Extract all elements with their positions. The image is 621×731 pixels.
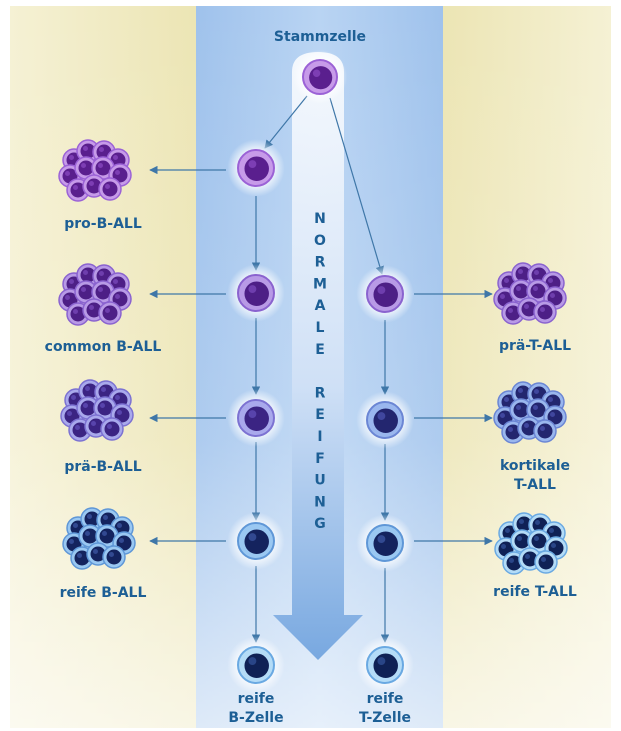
common-b-cell bbox=[227, 264, 285, 322]
label-t-zelle: T-Zelle bbox=[359, 710, 411, 726]
label-common-b-all: common B-ALL bbox=[45, 339, 162, 355]
stem-cell bbox=[293, 50, 347, 104]
right-panel-fade bbox=[443, 6, 611, 728]
label-prae-t-all: prä-T-ALL bbox=[499, 338, 571, 354]
label-reife-b: reife bbox=[238, 691, 275, 707]
cluster-prae-t-all bbox=[494, 263, 566, 324]
maturation-letter: I bbox=[317, 429, 322, 445]
pro-b-cell bbox=[227, 139, 285, 197]
maturation-letter: O bbox=[314, 233, 326, 249]
cluster-pro-b-all bbox=[59, 140, 131, 201]
maturation-letter: F bbox=[315, 451, 325, 467]
label-kortikale-t-all: T-ALL bbox=[514, 477, 556, 493]
prae-t-cell bbox=[356, 265, 414, 323]
reife-b-precursor-cell bbox=[227, 512, 285, 570]
cluster-common-b-all bbox=[59, 264, 131, 325]
reife-b-zelle bbox=[227, 636, 285, 694]
reife-t-precursor-cell bbox=[356, 514, 414, 572]
maturation-letter: A bbox=[315, 298, 326, 314]
prae-b-cell bbox=[227, 389, 285, 447]
maturation-letter: N bbox=[314, 211, 326, 227]
reife-t-zelle bbox=[356, 636, 414, 694]
label-reife-t-all: reife T-ALL bbox=[493, 584, 577, 600]
maturation-letter: U bbox=[314, 473, 325, 489]
maturation-letter: N bbox=[314, 494, 326, 510]
label-reife-b-all: reife B-ALL bbox=[60, 585, 147, 601]
kortikale-t-cell bbox=[356, 391, 414, 449]
label-pro-b-all: pro-B-ALL bbox=[64, 216, 142, 232]
label-prae-b-all: prä-B-ALL bbox=[64, 459, 141, 475]
left-panel-fade bbox=[10, 6, 196, 728]
title-stem-cell: Stammzelle bbox=[274, 29, 366, 45]
maturation-letter: E bbox=[315, 342, 325, 358]
cluster-kortikale-t-all bbox=[494, 382, 566, 443]
maturation-letter: G bbox=[314, 516, 326, 532]
maturation-letter: M bbox=[313, 276, 327, 292]
label-reife-t: reife bbox=[367, 691, 404, 707]
maturation-letter: R bbox=[315, 255, 326, 271]
label-b-zelle: B-Zelle bbox=[228, 710, 283, 726]
label-kortikale: kortikale bbox=[500, 458, 570, 474]
cluster-reife-b-all bbox=[63, 508, 135, 569]
cluster-prae-b-all bbox=[61, 380, 133, 441]
cluster-reife-t-all bbox=[495, 513, 567, 574]
maturation-letter: E bbox=[315, 407, 325, 423]
maturation-letter: L bbox=[316, 320, 325, 336]
maturation-letter: R bbox=[315, 385, 326, 401]
